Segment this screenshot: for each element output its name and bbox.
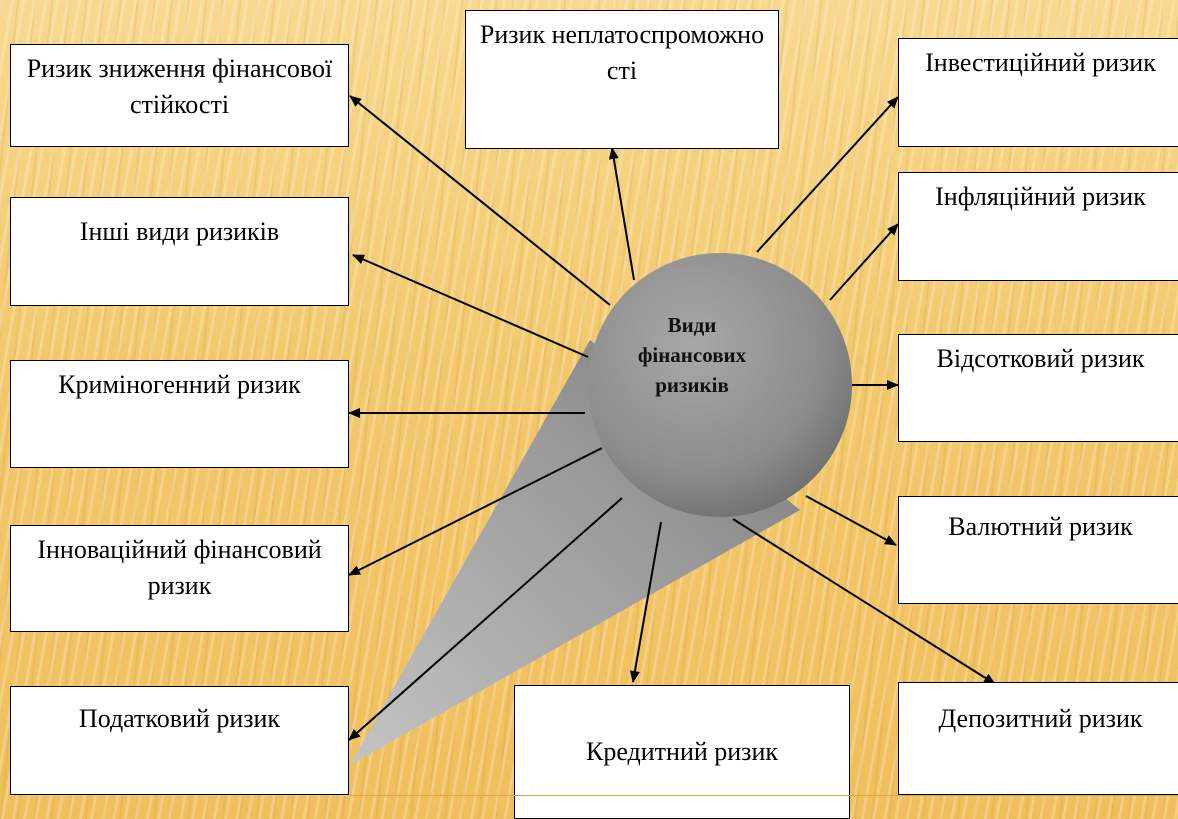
- hub-label: Види фінансових ризиків: [637, 313, 747, 397]
- arrow-to-innovation: [348, 447, 603, 576]
- arrow-to-currency: [805, 495, 897, 546]
- arrow-to-investment: [756, 96, 899, 253]
- arrow-to-solvency: [608, 147, 635, 281]
- box-solvency-risk: Ризик неплатоспроможно сті: [465, 10, 779, 149]
- box-innovation-risk: Інноваційний фінансовий ризик: [10, 525, 349, 632]
- box-inflation-risk: Інфляційний ризик: [898, 172, 1178, 281]
- box-stability-risk: Ризик зниження фінансової стійкості: [10, 44, 349, 147]
- arrow-to-deposit: [732, 518, 996, 685]
- box-deposit-risk: Депозитний ризик: [898, 682, 1178, 795]
- arrow-to-tax: [348, 497, 623, 741]
- box-tax-risk: Податковий ризик: [10, 686, 349, 795]
- box-currency-risk: Валютний ризик: [898, 496, 1178, 604]
- footer-accent-line: [350, 795, 1178, 796]
- arrow-to-other: [352, 254, 589, 358]
- box-interest-risk: Відсотковий ризик: [898, 334, 1178, 442]
- box-other-risks: Інші види ризиків: [10, 197, 349, 306]
- arrow-to-stability: [349, 95, 611, 306]
- hub-circle: [588, 253, 852, 517]
- box-credit-risk: Кредитний ризик: [514, 685, 850, 819]
- box-criminogenic-risk: Криміногенний ризик: [10, 360, 349, 468]
- arrow-to-credit: [629, 521, 662, 683]
- arrow-to-inflation: [829, 223, 899, 301]
- box-investment-risk: Інвестиційний ризик: [898, 38, 1178, 147]
